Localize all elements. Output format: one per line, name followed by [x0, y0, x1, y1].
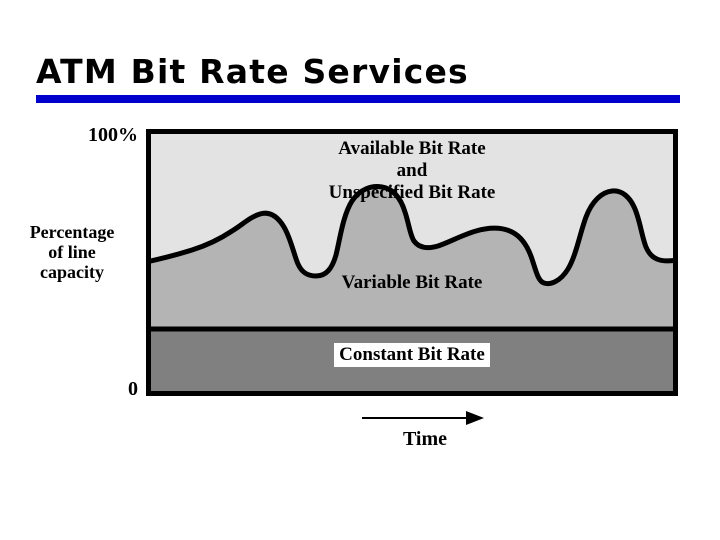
abr-ubr-region-label: Available Bit Rate and Unspecified Bit R… [146, 138, 678, 205]
time-arrow-icon [362, 411, 484, 425]
page-title: ATM Bit Rate Services [36, 52, 469, 91]
plot-border [146, 129, 678, 396]
y-axis-min-label: 0 [128, 378, 138, 400]
x-axis-title: Time [402, 428, 448, 450]
y-axis-title-line-2: of line [48, 242, 96, 263]
y-axis-max-label: 100% [88, 124, 138, 146]
cbr-region-label-text: Constant Bit Rate [334, 343, 490, 367]
vbr-boundary-curve [146, 184, 678, 287]
chart-plot-area [146, 129, 678, 396]
abr-ubr-label-line-3: Unspecified Bit Rate [328, 182, 496, 204]
y-axis-title-line-1: Percentage [29, 222, 115, 242]
cbr-region-label: Constant Bit Rate [146, 343, 678, 367]
title-underline-rule [36, 95, 680, 103]
y-axis-title-line-3: capacity [40, 262, 104, 283]
abr-ubr-label-line-2: and [396, 160, 428, 182]
vbr-region-label: Variable Bit Rate [341, 272, 483, 293]
y-axis-title: Percentage of line capacity [4, 222, 140, 282]
stacked-area-chart-svg [146, 129, 678, 396]
abr-ubr-label-line-1: Available Bit Rate [338, 138, 486, 159]
x-axis-group: Time [340, 406, 520, 456]
